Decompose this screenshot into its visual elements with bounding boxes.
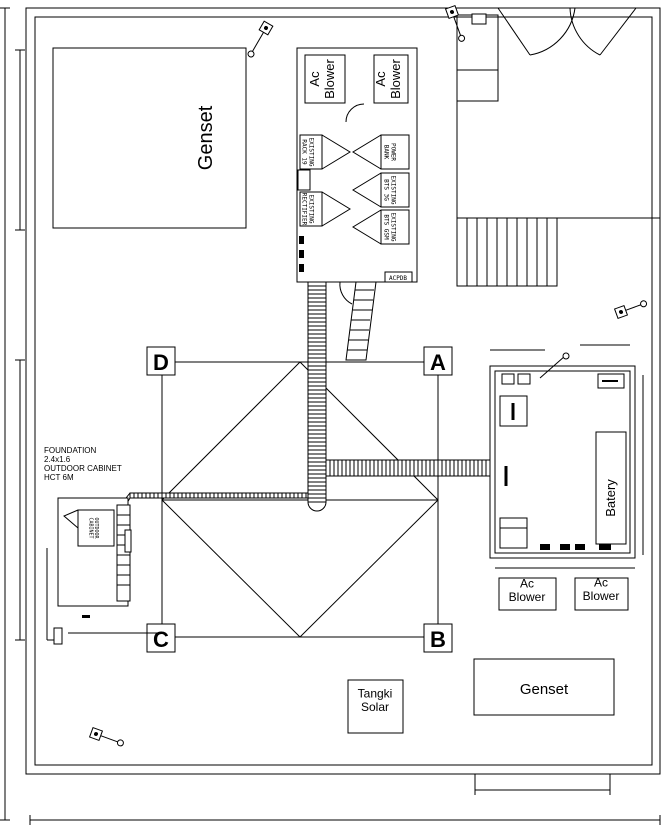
tower-leg-d-label: D <box>153 350 169 375</box>
shelter-room: AcBlower AcBlower EXISTINGRACK 19 EXISTI… <box>296 47 418 305</box>
main-gate <box>495 7 660 56</box>
cable-ladder-horizontal-left <box>129 492 309 499</box>
outdoor-cabinet-foundation: FOUNDATION 2.4x1.6 OUTDOOR CABINET HCT 6… <box>44 446 160 645</box>
genset-bottom-right-label: Genset <box>520 681 569 698</box>
battery-shelter: Batery <box>489 352 636 559</box>
tower-leg-d <box>146 346 176 376</box>
batery-label: Batery <box>603 479 618 517</box>
ac-blower-shelter-2-label: AcBlower <box>373 58 403 98</box>
shelter-stairs <box>345 281 377 361</box>
power-bank-label: POWERBANK <box>382 143 396 161</box>
ac-blower-right-1 <box>498 577 557 611</box>
ac-blower-shelter-2 <box>373 54 409 104</box>
existing-bts-2-label: EXISTINGBTS GSM <box>382 213 396 242</box>
cable-ladder-vertical <box>307 281 327 503</box>
existing-bts-1-label: EXISTINGBTS 3G <box>382 176 396 205</box>
light-poles <box>88 4 648 747</box>
light-pole-icon <box>444 4 466 42</box>
tower-structure <box>161 361 439 638</box>
tower-leg-c-label: C <box>153 627 169 652</box>
tower-leg-a <box>423 346 453 376</box>
tower-legs: D A C B <box>146 346 453 653</box>
tower-leg-a-label: A <box>430 350 446 375</box>
ac-blower-right-2 <box>574 577 629 611</box>
genset-top-left-label: Genset <box>195 105 217 170</box>
ac-blower-shelter-1-label: AcBlower <box>307 58 337 98</box>
outdoor-cabinet <box>77 509 115 547</box>
tangki-solar <box>347 679 404 734</box>
existing-bts-2 <box>380 209 410 245</box>
acpdb-label: ACPDB <box>389 275 407 282</box>
light-pole-icon <box>88 726 124 747</box>
genset-bottom-right <box>473 658 615 716</box>
existing-rectifier-label: EXISTINGRECTIFIER <box>300 193 314 226</box>
existing-rack-left <box>299 134 323 170</box>
power-bank <box>380 134 410 170</box>
acpdb <box>384 271 413 283</box>
tower-leg-b-label: B <box>430 627 446 652</box>
light-pole-icon <box>247 20 274 58</box>
site-boundary <box>25 7 661 775</box>
foundation-note-3: OUTDOOR CABINET <box>44 464 122 473</box>
cable-ladders <box>121 281 492 515</box>
foundation-note-1: FOUNDATION <box>44 446 97 455</box>
tower-leg-c <box>146 623 176 653</box>
foundation-note-2: 2.4x1.6 <box>44 455 71 464</box>
outdoor-cabinet-label: OUTDOORCABINET <box>87 517 99 539</box>
existing-bts-1 <box>380 172 410 208</box>
existing-rack-label: EXISTINGRACK 19 <box>300 138 314 167</box>
genset-top-left: Genset <box>52 47 247 229</box>
dimension-lines <box>0 7 661 825</box>
foundation-note-4: HCT 6M <box>44 473 74 482</box>
batery-rack <box>595 431 627 545</box>
upper-right-structure <box>456 13 660 287</box>
existing-rectifier <box>299 191 323 227</box>
light-pole-icon <box>613 300 648 320</box>
shelter-inner-door <box>345 103 365 123</box>
ac-blower-shelter-1 <box>304 54 346 104</box>
tower-leg-b <box>423 623 453 653</box>
